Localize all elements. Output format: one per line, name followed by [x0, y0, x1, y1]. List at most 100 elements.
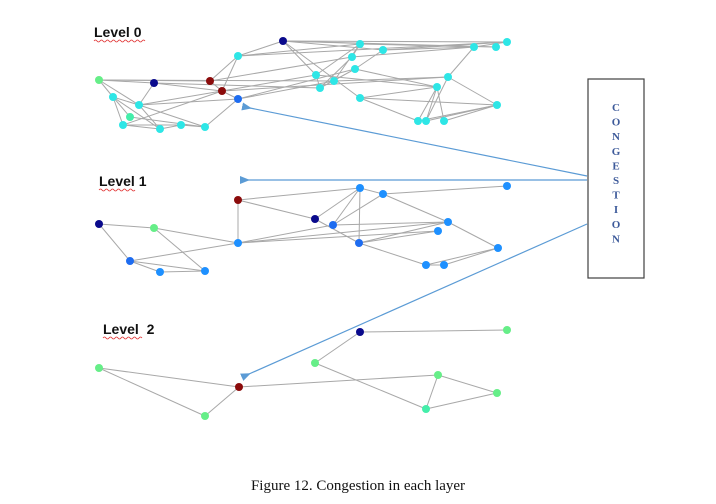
level-1-edge	[98, 223, 131, 262]
level-2-node	[503, 326, 511, 334]
congestion-letter: N	[612, 131, 620, 143]
level-1-node	[234, 196, 242, 204]
level-1-edge	[382, 185, 508, 195]
level-0-edge	[204, 98, 239, 128]
edges-layer	[98, 40, 508, 417]
level-1-edge	[332, 221, 449, 226]
level-2-edge	[98, 367, 240, 388]
level-1-edge	[358, 221, 449, 244]
level-0-edge	[209, 55, 239, 82]
level-0-edge	[359, 86, 438, 99]
level-1-node	[355, 239, 363, 247]
level-0-edge	[98, 79, 335, 82]
level-2-node	[493, 389, 501, 397]
level-0-edge	[473, 41, 508, 48]
level-0-node	[218, 87, 226, 95]
level-1-edge	[425, 247, 499, 266]
level-1-node	[356, 184, 364, 192]
congestion-letter: O	[612, 219, 621, 231]
level-2-node	[434, 371, 442, 379]
level-1-label-group: Level 1	[98, 173, 147, 192]
level-0-edge	[425, 86, 438, 122]
level-0-edge	[417, 86, 438, 122]
level-0-edge	[447, 76, 498, 106]
level-0-node	[351, 65, 359, 73]
level-1-node	[311, 215, 319, 223]
level-0-node	[312, 71, 320, 79]
level-0-edge	[282, 40, 508, 43]
level-1-node	[329, 221, 337, 229]
level-0-edge	[351, 46, 475, 58]
level-1-label: Level 1	[99, 173, 147, 189]
level-1-edge	[314, 187, 361, 220]
level-0-edge	[359, 97, 419, 122]
level-1-edge	[237, 187, 361, 201]
level-2-edge	[425, 374, 439, 410]
level-2-label: Level 2	[103, 321, 155, 337]
level-1-edge	[358, 187, 361, 244]
level-2-node	[235, 383, 243, 391]
level-2-node	[201, 412, 209, 420]
level-0-edge	[209, 56, 353, 82]
congestion-letter: E	[612, 160, 619, 172]
congestion-letter: G	[612, 146, 621, 158]
level-0-edge	[282, 40, 384, 51]
level-0-node	[150, 79, 158, 87]
level-1-node	[503, 182, 511, 190]
level-1-node	[434, 227, 442, 235]
level-0-edge	[382, 41, 508, 51]
level-0-node	[177, 121, 185, 129]
level-1-node	[156, 268, 164, 276]
level-0-edge	[180, 124, 206, 128]
level-0-edge	[333, 76, 449, 82]
level-0-node	[470, 43, 478, 51]
level-0-node	[444, 73, 452, 81]
level-0-edge	[138, 104, 206, 128]
level-0-edge	[122, 124, 161, 130]
spellcheck-underline	[102, 336, 143, 340]
level-2-edge	[425, 392, 498, 410]
level-0-label-group: Level 0	[93, 24, 146, 43]
level-0-node	[156, 125, 164, 133]
level-1-node	[444, 218, 452, 226]
nodes-layer	[95, 37, 511, 420]
level-2-node	[311, 359, 319, 367]
level-2-node	[95, 364, 103, 372]
level-1-node	[379, 190, 387, 198]
level-1-node	[440, 261, 448, 269]
level-0-node	[135, 101, 143, 109]
level-0-node	[440, 117, 448, 125]
level-0-node	[201, 123, 209, 131]
level-0-edge	[354, 68, 438, 88]
level-0-node	[234, 95, 242, 103]
level-1-edge	[237, 221, 449, 244]
level-0-edge	[315, 43, 361, 76]
level-0-node	[109, 93, 117, 101]
level-1-edge	[447, 221, 499, 249]
level-2-edge	[238, 374, 439, 388]
congestion-letter: C	[612, 102, 620, 114]
level-0-node	[330, 77, 338, 85]
level-0-edge	[436, 86, 445, 122]
level-1-edge	[237, 224, 334, 244]
level-0-label: Level 0	[94, 24, 142, 40]
congestion-letter: I	[614, 204, 618, 216]
level-0-node	[279, 37, 287, 45]
level-1-node	[201, 267, 209, 275]
level-0-node	[379, 46, 387, 54]
level-0-edge	[138, 74, 317, 106]
level-2-node	[356, 328, 364, 336]
level-0-node	[348, 53, 356, 61]
congestion-box-frame	[587, 78, 645, 279]
level-0-node	[356, 94, 364, 102]
level-0-edge	[153, 82, 321, 89]
level-1-node	[126, 257, 134, 265]
level-0-edge	[354, 49, 384, 70]
level-0-edge	[282, 40, 317, 76]
level-2-node	[422, 405, 430, 413]
level-1-node	[234, 239, 242, 247]
level-1-edge	[129, 242, 239, 262]
